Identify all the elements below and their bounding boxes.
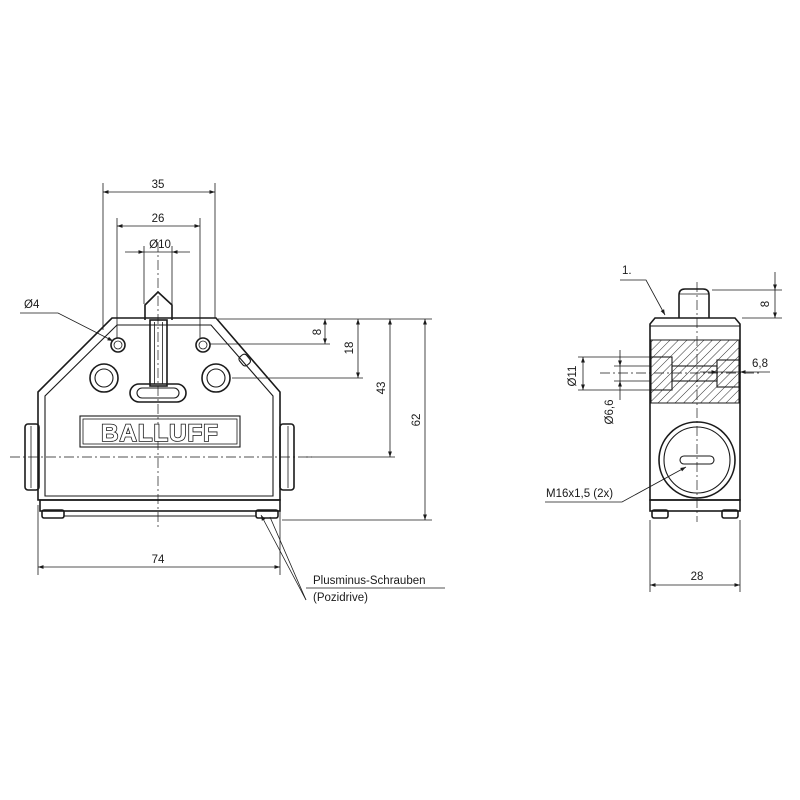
note-pozidrive: (Pozidrive) bbox=[313, 592, 368, 604]
dim-label-62: 62 bbox=[411, 414, 423, 427]
side-detail bbox=[238, 353, 252, 367]
dim-label-18: 18 bbox=[344, 342, 356, 355]
side-dim-label-8: 8 bbox=[760, 301, 772, 307]
logo-frame bbox=[79, 415, 241, 448]
plunger-stem bbox=[149, 319, 168, 387]
left-side-boss bbox=[24, 423, 40, 491]
item-marker: 1. bbox=[622, 265, 632, 277]
leader-d4 bbox=[20, 312, 114, 342]
section-hatch bbox=[650, 339, 740, 404]
foot-left bbox=[41, 509, 65, 519]
m16-port-inner bbox=[663, 426, 731, 494]
dim-label-d4: Ø4 bbox=[24, 299, 40, 311]
side-foot-left bbox=[651, 509, 669, 519]
dim-label-35: 35 bbox=[152, 179, 165, 191]
balluff-logo: BALLUFF bbox=[101, 420, 219, 447]
front-view: BALLUFF 35 26 Ø10 Ø4 8 18 43 bbox=[10, 179, 445, 604]
leader-screw-2 bbox=[269, 516, 307, 601]
mounting-hole-left bbox=[89, 363, 119, 393]
housing-outline bbox=[37, 317, 281, 501]
side-foot-right bbox=[721, 509, 739, 519]
side-plunger bbox=[678, 288, 710, 318]
counterbore-right bbox=[716, 359, 740, 388]
side-base-plate bbox=[649, 499, 741, 512]
note-screws: Plusminus-Schrauben bbox=[313, 575, 426, 587]
dim-label-43: 43 bbox=[376, 382, 388, 395]
thread-label: M16x1,5 (2x) bbox=[546, 488, 613, 500]
dim-label-68: 6,8 bbox=[752, 358, 768, 370]
leader-thread bbox=[545, 466, 687, 503]
leader-screw-1 bbox=[260, 514, 307, 601]
side-view: 1. 8 Ø11 Ø6,6 6,8 M16x1,5 (2x) 28 bbox=[545, 265, 782, 592]
plunger-head bbox=[144, 290, 173, 320]
m16-port-slot bbox=[679, 455, 715, 465]
foot-right bbox=[255, 509, 279, 519]
small-hole-right bbox=[195, 337, 211, 353]
dim-label-d11: Ø11 bbox=[567, 366, 579, 387]
small-hole-left bbox=[110, 337, 126, 353]
mounting-hole-right bbox=[201, 363, 231, 393]
dim-label-d66: Ø6,6 bbox=[604, 400, 616, 425]
base-plate bbox=[39, 499, 281, 512]
leader-item-1 bbox=[620, 279, 666, 316]
dim-label-8: 8 bbox=[312, 329, 324, 335]
dim-label-28: 28 bbox=[691, 571, 704, 583]
oblong-slot bbox=[129, 383, 187, 403]
dim-label-26: 26 bbox=[152, 213, 165, 225]
dim-label-74: 74 bbox=[152, 554, 165, 566]
dim-label-d10: Ø10 bbox=[149, 239, 171, 251]
housing-inner-edge bbox=[44, 324, 274, 497]
m16-port-outer bbox=[658, 421, 736, 499]
